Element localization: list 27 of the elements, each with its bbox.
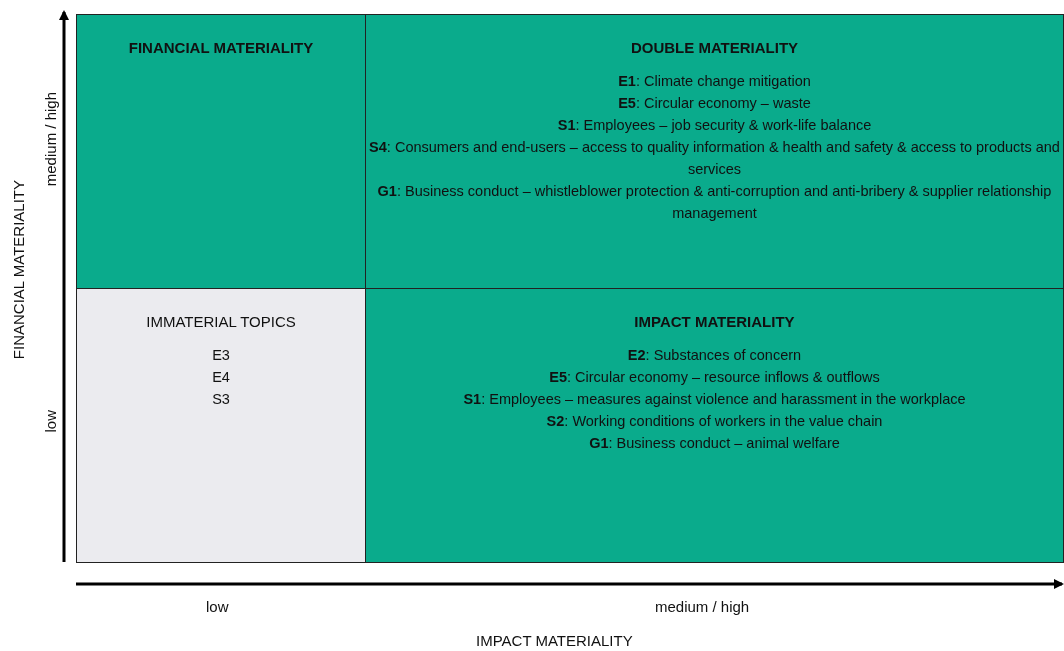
topic-entry: E5: Circular economy – resource inflows & outflows (549, 368, 880, 387)
topic-entry: S1: Employees – measures against violence and harassment in the workplace (463, 390, 966, 409)
topic-entry: S2: Working conditions of workers in the value chain (546, 412, 883, 431)
quadrant-heading: IMMATERIAL TOPICS (146, 313, 296, 330)
quadrant-panel (365, 14, 1064, 289)
axis-tick-label: low (42, 410, 59, 433)
quadrant-heading: IMPACT MATERIALITY (634, 313, 795, 330)
topic-entry: S4: Consumers and end-users – access to quality information & health and safety & access to products and services (369, 138, 1060, 179)
topic-entry: E5: Circular economy – waste (618, 94, 811, 113)
axis-tick-label: medium / high (655, 598, 750, 615)
topic-entry: E4 (212, 368, 230, 387)
topic-entry: S1: Employees – job security & work-life balance (557, 116, 872, 135)
axis-title: IMPACT MATERIALITY (476, 632, 633, 649)
topic-entry: G1: Business conduct – whistleblower protection & anti-corruption and anti-bribery & supplier relationship management (376, 182, 1053, 223)
quadrant-panel (76, 14, 366, 289)
topic-entry: E3 (212, 346, 230, 365)
axis-tick-label: medium / high (42, 92, 59, 187)
topic-entry: E2: Substances of concern (627, 346, 802, 365)
topic-entry: E1: Climate change mitigation (618, 72, 811, 91)
topic-entry: G1: Business conduct – animal welfare (589, 434, 840, 453)
topic-entry: S3 (212, 390, 230, 409)
quadrant-panel (365, 288, 1064, 563)
quadrant-heading: FINANCIAL MATERIALITY (128, 39, 314, 56)
axis-title: FINANCIAL MATERIALITY (10, 180, 27, 360)
quadrant-panel (76, 288, 366, 563)
axis-tick-label: low (206, 598, 229, 615)
quadrant-heading: DOUBLE MATERIALITY (630, 39, 799, 56)
